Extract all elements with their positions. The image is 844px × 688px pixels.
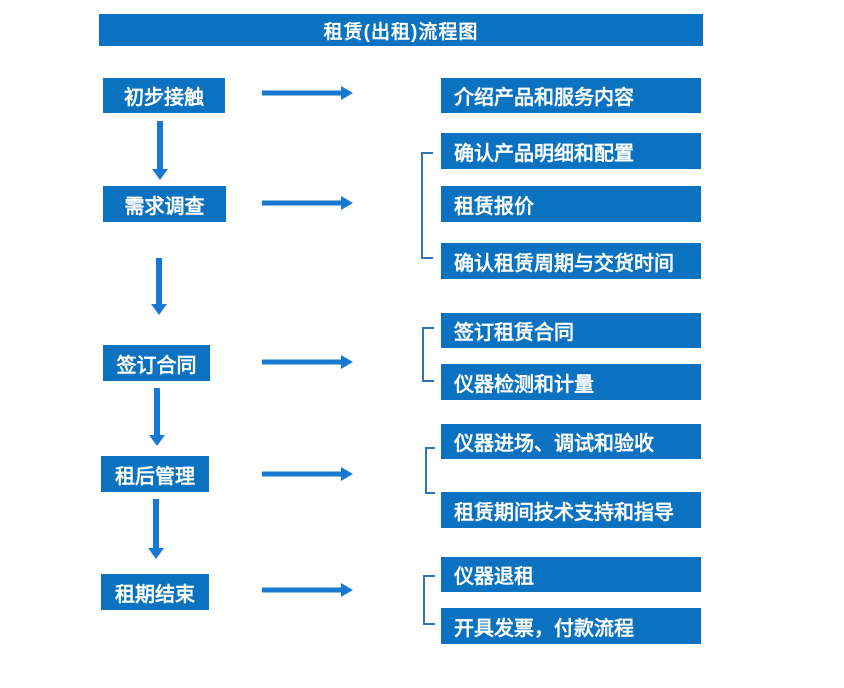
right-arrow-head	[341, 86, 353, 100]
right-arrow-head	[341, 355, 353, 369]
process-step-label: 租期结束	[115, 583, 195, 606]
right-arrow-head	[341, 583, 353, 597]
right-arrow-icon	[262, 466, 353, 482]
detail-box: 仪器进场、调试和验收	[441, 424, 701, 459]
detail-box-label: 仪器退租	[454, 566, 534, 588]
process-step-label: 需求调查	[124, 195, 205, 218]
detail-box-label: 租赁期间技术支持和指导	[454, 501, 674, 524]
right-arrow-icon	[262, 85, 353, 101]
detail-box: 确认租赁周期与交货时间	[441, 243, 701, 279]
detail-box: 仪器退租	[441, 557, 701, 592]
flowchart-title: 租赁(出租)流程图	[323, 21, 479, 43]
right-arrow-shaft	[262, 471, 343, 477]
right-arrow-icon	[262, 195, 353, 211]
detail-box-label: 租赁报价	[454, 195, 534, 218]
down-arrow-head	[152, 169, 168, 180]
right-arrow-head	[341, 196, 353, 210]
right-arrow-shaft	[262, 359, 343, 365]
detail-box-label: 确认产品明细和配置	[454, 142, 634, 165]
detail-box-label: 开具发票，付款流程	[454, 617, 634, 640]
detail-box-label: 仪器检测和计量	[454, 373, 594, 396]
right-arrow-icon	[262, 354, 353, 370]
group-bracket	[423, 575, 435, 625]
down-arrow-head	[151, 304, 167, 315]
detail-box: 开具发票，付款流程	[441, 608, 701, 644]
process-step-label: 租后管理	[115, 465, 195, 488]
down-arrow-shaft	[154, 388, 160, 436]
group-bracket	[422, 327, 434, 382]
down-arrow-icon	[148, 499, 164, 559]
right-arrow-shaft	[262, 587, 343, 593]
detail-box: 介绍产品和服务内容	[441, 78, 701, 113]
right-arrow-shaft	[262, 90, 343, 96]
process-step-box: 初步接触	[103, 78, 225, 113]
down-arrow-head	[149, 435, 165, 446]
detail-box-label: 仪器进场、调试和验收	[454, 433, 654, 455]
detail-box-label: 介绍产品和服务内容	[454, 87, 634, 109]
group-bracket	[425, 447, 435, 494]
flowchart-title-bar: 租赁(出租)流程图	[99, 14, 703, 46]
detail-box: 签订租赁合同	[441, 313, 701, 348]
process-step-box: 需求调查	[103, 186, 226, 222]
process-step-label: 签订合同	[116, 354, 197, 377]
right-arrow-icon	[262, 582, 353, 598]
down-arrow-shaft	[156, 258, 162, 305]
right-arrow-shaft	[262, 200, 343, 206]
detail-box: 租赁期间技术支持和指导	[441, 492, 701, 528]
detail-box: 仪器检测和计量	[441, 364, 701, 400]
down-arrow-icon	[149, 388, 165, 446]
group-bracket	[421, 152, 433, 259]
right-arrow-head	[341, 467, 353, 481]
process-step-box: 租期结束	[101, 574, 209, 610]
down-arrow-shaft	[153, 499, 159, 549]
detail-box: 租赁报价	[441, 186, 701, 222]
down-arrow-icon	[151, 258, 167, 315]
down-arrow-icon	[152, 121, 168, 180]
down-arrow-head	[148, 548, 164, 559]
detail-box-label: 确认租赁周期与交货时间	[454, 252, 674, 275]
process-step-box: 租后管理	[101, 456, 209, 492]
detail-box: 确认产品明细和配置	[441, 133, 701, 169]
detail-box-label: 签订租赁合同	[454, 322, 574, 344]
down-arrow-shaft	[157, 121, 163, 170]
process-step-box: 签订合同	[103, 345, 210, 381]
process-step-label: 初步接触	[124, 87, 204, 109]
